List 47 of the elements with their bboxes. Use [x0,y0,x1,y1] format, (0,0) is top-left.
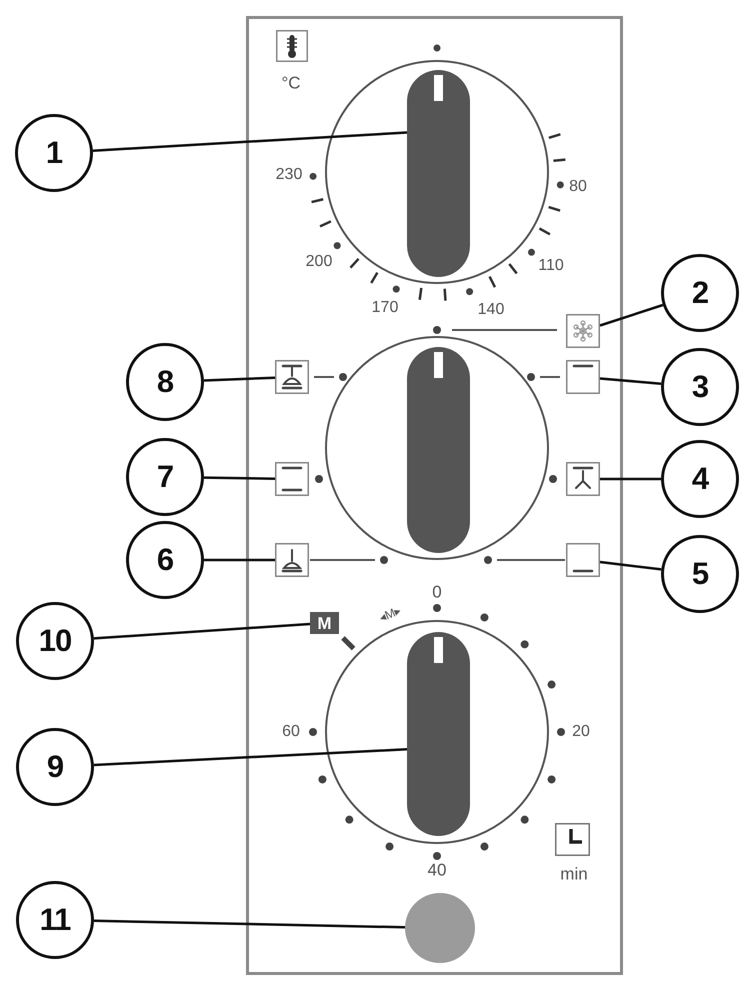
leader-line [92,131,408,152]
leader-line [94,748,408,766]
leader-line [600,560,662,571]
scale-number: 60 [282,724,300,740]
bottom-heat-icon [566,543,600,577]
callout-number: 4 [661,440,739,518]
knob-handle [407,70,470,277]
callout-number: 8 [126,343,204,421]
grill-icon [275,360,309,394]
scale-number: 40 [428,862,446,878]
scale-number: 80 [569,179,587,195]
scale-number: 20 [572,724,590,740]
unit-label: °C [281,74,301,92]
scale-number: 110 [538,258,564,274]
leader-line [94,622,310,640]
fan-grill-icon [275,543,309,577]
scale-number: 170 [372,300,398,316]
scale-number: 140 [478,302,504,318]
indicator-light [405,893,475,963]
callout-number: 2 [661,254,739,332]
top-heat-icon [566,360,600,394]
scale-number: 230 [276,167,302,183]
leader-line [204,558,275,562]
callout-number: 3 [661,348,739,426]
knob-handle [407,347,470,553]
mode-tag: M [310,612,339,634]
callout-number: 5 [661,535,739,613]
callout-number: 7 [126,438,204,516]
leader-line [600,377,662,385]
scale-mark: ◂M▸ [378,604,402,624]
top-bottom-heat-icon [275,462,309,496]
callout-number: 11 [16,881,94,959]
unit-label: min [560,866,588,882]
callout-number: 9 [16,728,94,806]
leader-line [204,376,276,382]
callout-number: 10 [16,602,94,680]
callout-number: 1 [15,114,93,192]
callout-number: 6 [126,521,204,599]
leader-line [600,304,664,327]
leader-line [94,920,406,929]
scale-number: 200 [306,254,332,270]
snowflake-icon [566,314,600,348]
leader-line [600,478,661,480]
knob-handle [407,632,470,836]
fan-heat-icon [566,462,600,496]
leader-line [204,476,276,480]
scale-number: 0 [432,584,442,600]
